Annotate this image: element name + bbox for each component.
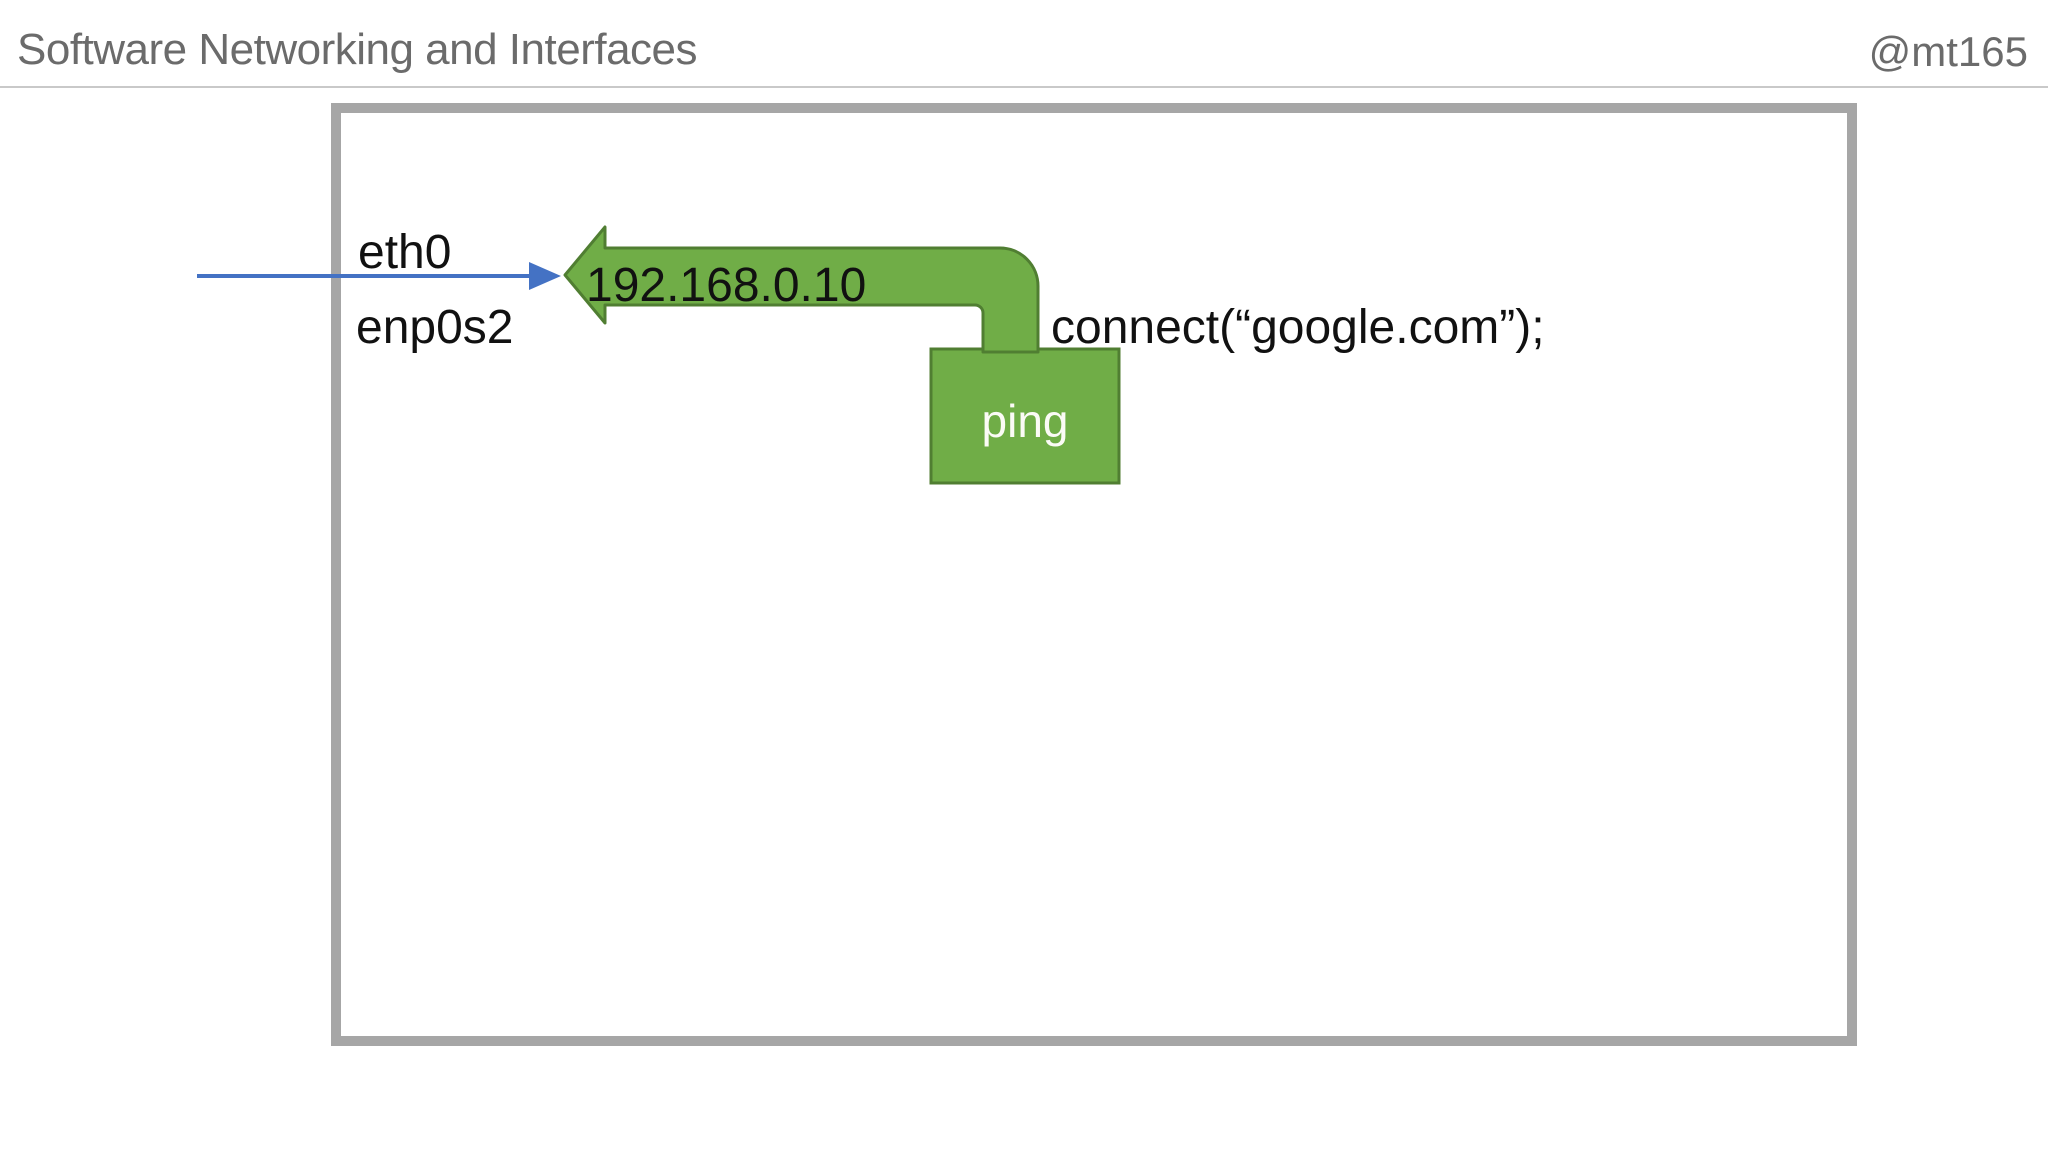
label-eth0: eth0 [358, 226, 452, 279]
ping-box [929, 347, 1121, 485]
bent-arrow [563, 225, 1040, 354]
label-connect-call: connect(“google.com”); [1051, 301, 1545, 354]
header-divider [0, 86, 2048, 88]
ping-box-label: ping [981, 395, 1069, 447]
page-title: Software Networking and Interfaces [17, 25, 698, 74]
label-enp0s2: enp0s2 [356, 301, 514, 354]
nic-arrowhead [529, 262, 561, 290]
author-handle: @mt165 [1868, 28, 2028, 75]
label-ip-address: 192.168.0.10 [586, 259, 867, 312]
